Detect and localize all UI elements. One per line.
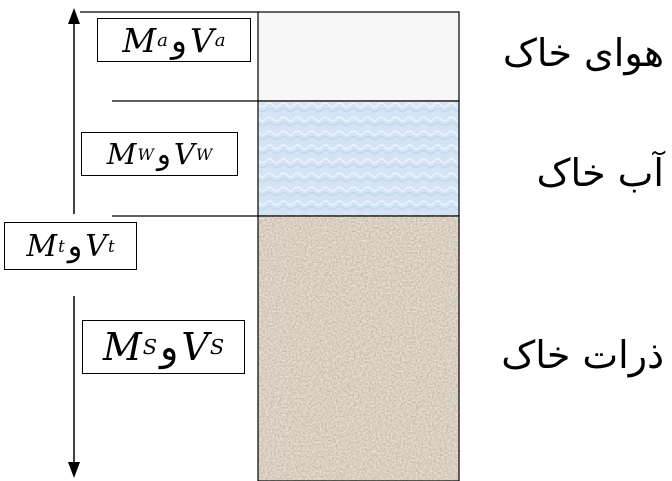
solid-volume-symbol: V <box>181 325 209 369</box>
solid-connector: و <box>160 325 179 369</box>
solid-volume-subscript: S <box>209 335 225 359</box>
total-volume-symbol: V <box>85 228 107 264</box>
solid-mass-symbol: M <box>102 325 142 369</box>
air-phase-block <box>257 11 460 102</box>
air-phase-label: هوای خاک <box>502 31 664 75</box>
solid-mass-subscript: S <box>142 335 158 359</box>
total-mass-subscript: t <box>58 236 65 256</box>
solid-phase-outline <box>257 215 460 481</box>
total-arrow-down-head <box>68 462 80 478</box>
water-volume-subscript: W <box>195 144 213 164</box>
water-phase-block <box>257 100 460 217</box>
air-mass-symbol: M <box>122 20 157 60</box>
water-mass-symbol: M <box>106 137 137 171</box>
total-arrow-up-head <box>68 8 80 24</box>
water-volume-symbol: V <box>173 137 195 171</box>
solid-phase-label: ذرات خاک <box>501 333 664 377</box>
solid-phase-block <box>258 216 459 481</box>
total-volume-subscript: t <box>107 236 115 256</box>
air-mass-subscript: a <box>157 29 168 51</box>
air-volume-symbol: V <box>189 20 214 60</box>
total-mass-symbol: M <box>26 228 58 264</box>
air-connector: و <box>171 20 187 60</box>
water-connector: و <box>156 137 171 171</box>
total-connector: و <box>67 228 83 264</box>
air-volume-subscript: a <box>214 29 226 51</box>
water-mass-subscript: W <box>137 144 154 164</box>
water-phase-label: آب خاک <box>536 151 665 195</box>
